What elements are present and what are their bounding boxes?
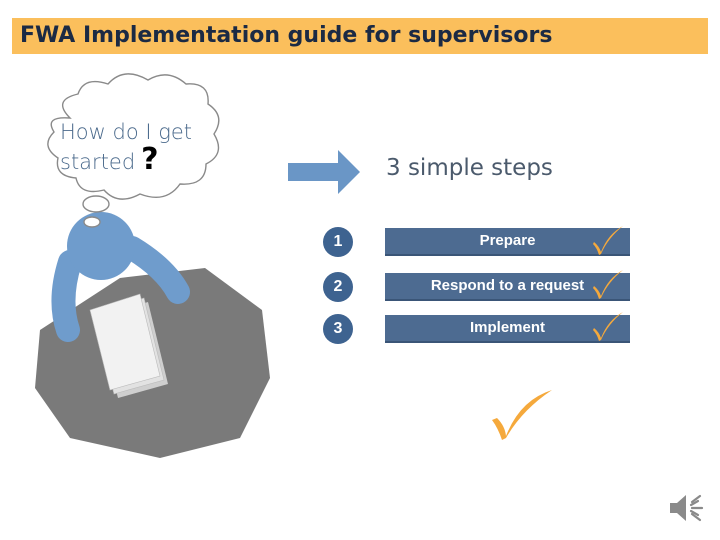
- step-2-checkmark-icon: [593, 270, 623, 299]
- figure-head: [67, 212, 135, 280]
- figure-arm-left: [51, 250, 82, 342]
- checkmark-icon: [492, 390, 552, 440]
- question-mark: ?: [141, 142, 159, 177]
- title-bar: FWA Implementation guide for supervisors: [12, 18, 708, 54]
- paper-stack: [89, 293, 168, 398]
- step-1-checkmark-icon: [593, 226, 623, 255]
- step-2-button[interactable]: Respond to a request: [385, 273, 630, 301]
- thought-line-1: How do I get: [60, 120, 192, 144]
- step-2-number: 2: [323, 272, 353, 302]
- thought-text: How do I get started?: [60, 118, 230, 176]
- step-1-button[interactable]: Prepare: [385, 228, 630, 256]
- thought-cloud-icon: [47, 73, 220, 228]
- slide-title: FWA Implementation guide for supervisors: [20, 23, 553, 48]
- arrow-right-icon: [288, 150, 360, 194]
- steps-headline: 3 simple steps: [386, 155, 553, 181]
- step-3-checkmark-icon: [593, 312, 623, 341]
- step-3-number: 3: [323, 314, 353, 344]
- speaker-icon[interactable]: [668, 490, 706, 526]
- figure-arm-right: [120, 236, 190, 304]
- thought-line-2: started: [60, 150, 136, 174]
- step-1-number: 1: [323, 227, 353, 257]
- step-3-button[interactable]: Implement: [385, 315, 630, 343]
